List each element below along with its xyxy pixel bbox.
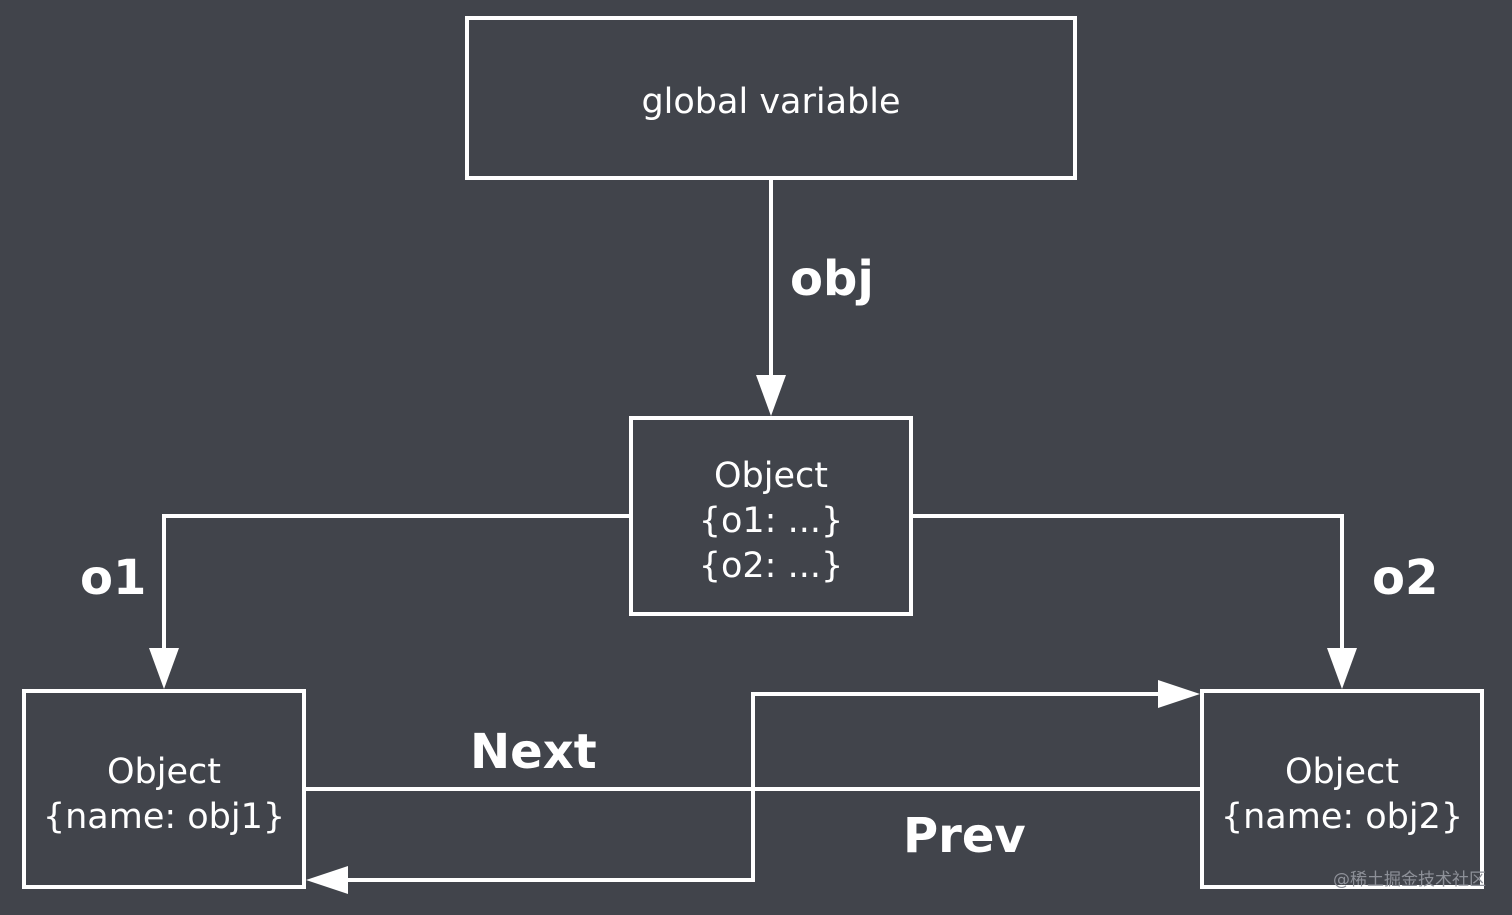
o2-edge-arrowhead: [1327, 648, 1357, 689]
prev-edge-label: Prev: [903, 808, 1026, 864]
o1-edge-line: [162, 514, 631, 662]
root-object-line-3: {o2: ...}: [699, 546, 844, 586]
watermark-text: @稀土掘金技术社区: [1333, 870, 1486, 890]
root-object-line-2: {o1: ...}: [699, 501, 844, 541]
next-edge-label: Next: [470, 724, 597, 780]
root-object-line-1: Object: [714, 456, 828, 496]
next-edge-arrowhead: [1158, 680, 1200, 708]
obj-edge-label: obj: [790, 251, 874, 307]
o1-edge-arrowhead: [149, 648, 179, 689]
global-variable-label: global variable: [641, 82, 900, 122]
o2-edge-label: o2: [1372, 550, 1438, 606]
o2-edge-line: [911, 514, 1344, 662]
next-edge-line: [304, 692, 1170, 791]
prev-edge-arrowhead: [306, 866, 348, 894]
obj2-object-line-1: Object: [1285, 752, 1399, 792]
o1-edge-label: o1: [80, 550, 146, 606]
obj2-object-line-2: {name: obj2}: [1221, 797, 1463, 837]
obj1-object-line-1: Object: [107, 752, 221, 792]
prev-edge-line: [334, 787, 1202, 882]
obj1-object-line-2: {name: obj1}: [43, 797, 285, 837]
obj-edge-arrowhead: [756, 375, 786, 416]
